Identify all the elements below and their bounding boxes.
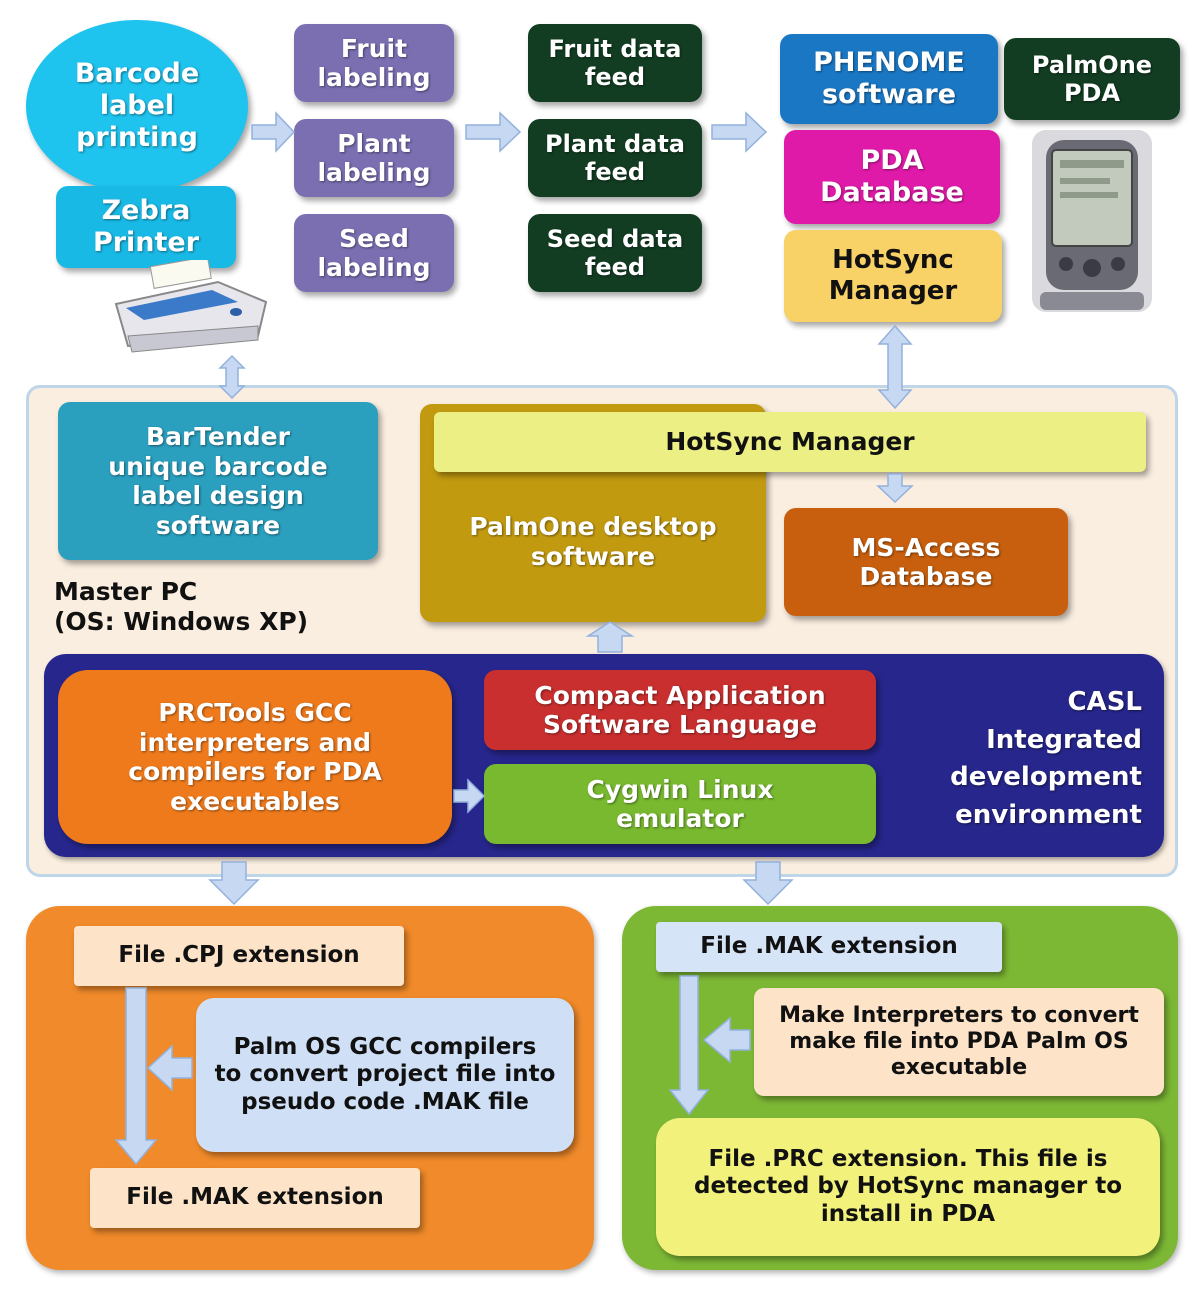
cygwin-linux-emulator-node: Cygwin Linux emulator — [484, 764, 876, 844]
file-mak-extension-left-node: File .MAK extension — [90, 1168, 420, 1228]
file-cpj-extension-node: File .CPJ extension — [74, 926, 404, 986]
fruit-labeling-node: Fruit labeling — [294, 24, 454, 102]
zebra-printer-node: Zebra Printer — [56, 186, 236, 268]
palmone-pda-node: PalmOne PDA — [1004, 38, 1180, 120]
prctools-gcc-node: PRCTools GCC interpreters and compilers … — [58, 670, 452, 844]
ms-access-database-node: MS-Access Database — [784, 508, 1068, 616]
fruit-data-feed-node: Fruit data feed — [528, 24, 702, 102]
pda-device-icon — [1032, 130, 1152, 312]
compact-application-software-language-node: Compact Application Software Language — [484, 670, 876, 750]
printer-icon — [114, 260, 268, 353]
plant-data-feed-node: Plant data feed — [528, 119, 702, 197]
plant-labeling-node: Plant labeling — [294, 119, 454, 197]
arrow-feed-to-phenome — [711, 111, 768, 153]
bartender-software-node: BarTender unique barcode label design so… — [58, 402, 378, 560]
hotsync-manager-bar: HotSync Manager — [434, 412, 1146, 472]
palm-os-gcc-compilers-node: Palm OS GCC compilers to convert project… — [196, 998, 574, 1152]
pda-database-node: PDA Database — [784, 130, 1000, 224]
file-mak-extension-right-node: File .MAK extension — [656, 922, 1002, 972]
seed-data-feed-node: Seed data feed — [528, 214, 702, 292]
phenome-software-node: PHENOME software — [780, 34, 998, 124]
file-prc-extension-node: File .PRC extension. This file is detect… — [656, 1118, 1160, 1256]
make-interpreters-node: Make Interpreters to convert make file i… — [754, 988, 1164, 1096]
arrow-labeling-to-feed — [465, 111, 522, 153]
master-pc-label: Master PC (OS: Windows XP) — [54, 577, 309, 636]
hotsync-manager-top-node: HotSync Manager — [784, 230, 1002, 322]
casl-ide-label: CASL Integrated development environment — [950, 687, 1142, 831]
seed-labeling-node: Seed labeling — [294, 214, 454, 292]
barcode-label-printing-node: Barcode label printing — [26, 20, 248, 192]
arrow-barcode-to-labeling — [251, 111, 296, 153]
